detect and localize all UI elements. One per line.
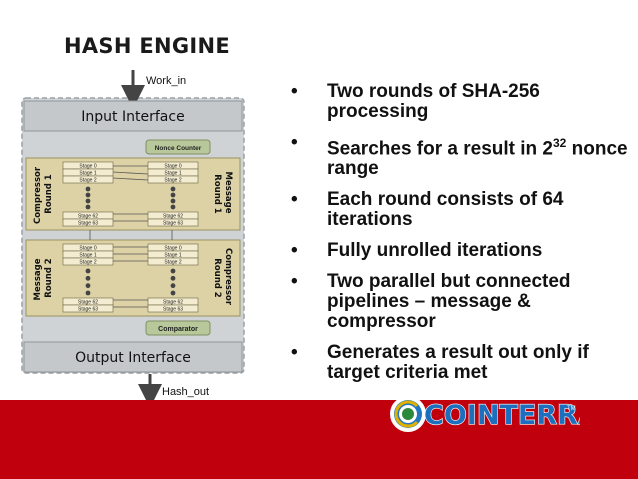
nonce-counter-badge [145, 139, 211, 155]
stage-box [62, 175, 114, 184]
bullet-dot: • [291, 189, 298, 211]
bullet-dot: • [291, 132, 298, 153]
output-interface-box [23, 341, 243, 373]
input-interface-label: Input Interface [81, 109, 184, 125]
stage-label: Stage 63 [78, 221, 98, 227]
bullet-list: •Two rounds of SHA-256 processing •Searc… [291, 82, 631, 394]
hash-out-label: Hash_out [162, 386, 209, 398]
ellipsis-dot [85, 283, 91, 289]
stage-label: Stage 1 [164, 253, 181, 259]
bullet-dot: • [291, 81, 298, 102]
stage-label: Stage 1 [79, 253, 96, 259]
ellipsis-dot [170, 268, 176, 274]
stage-label: Stage 0 [79, 246, 96, 252]
ellipsis-dot [85, 290, 91, 296]
ellipsis-dot [85, 204, 91, 210]
ellipsis-dot [170, 275, 176, 281]
footer-band [0, 400, 638, 479]
logo-tm: TM [567, 406, 576, 412]
ellipsis-dot [170, 186, 176, 192]
stage-box [147, 257, 199, 266]
bullet-dot: • [291, 271, 298, 293]
stage-box [62, 218, 114, 227]
stage-label: Stage 63 [163, 221, 183, 227]
stage-box [147, 304, 199, 313]
ellipsis-dot [170, 192, 176, 198]
stage-label: Stage 62 [163, 214, 183, 220]
logo-text: COINTERRA [424, 400, 580, 431]
ellipsis-dot [170, 283, 176, 289]
compressor-round-1-label: Compressor Round 1 [33, 164, 54, 224]
stage-label: Stage 63 [78, 307, 98, 313]
stage-label: Stage 1 [79, 171, 96, 177]
output-interface-label: Output Interface [75, 350, 191, 366]
stage-box [62, 304, 114, 313]
compressor-round-2-label: Compressor Round 2 [212, 248, 233, 308]
stage-box [147, 218, 199, 227]
nonce-counter-label: Nonce Counter [155, 145, 202, 152]
ellipsis-dot [170, 204, 176, 210]
slide-title: HASH ENGINE [64, 34, 231, 58]
bullet-item: •Each round consists of 64 iterations [291, 189, 564, 231]
stage-label: Stage 2 [79, 260, 96, 266]
stage-label: Stage 62 [78, 300, 98, 306]
bullet-item: •Fully unrolled iterations [291, 240, 543, 262]
stage-box [62, 257, 114, 266]
bullet-item: •Two rounds of SHA-256 processing [291, 81, 540, 122]
input-interface-box [23, 100, 243, 132]
work-in-label: Work_in [146, 75, 186, 87]
ellipsis-dot [170, 198, 176, 204]
ellipsis-dot [170, 290, 176, 296]
stage-label: Stage 62 [163, 300, 183, 306]
comparator-badge [145, 320, 211, 336]
round-2-box [25, 239, 241, 317]
ellipsis-dot [85, 198, 91, 204]
bullet-item: •Searches for a result in 232 nonce rang… [291, 132, 628, 180]
ellipsis-dot [85, 268, 91, 274]
bullet-dot: • [291, 240, 298, 262]
stage-label: Stage 0 [79, 164, 96, 170]
engine-panel [21, 97, 245, 374]
cointerra-logo: COINTERRA TM [390, 396, 580, 432]
stage-label: Stage 62 [78, 214, 98, 220]
stage-label: Stage 2 [164, 178, 181, 184]
stage-label: Stage 2 [79, 178, 96, 184]
hash-engine-diagram: Work_in Input Interface Nonce Counter Co… [21, 70, 245, 400]
stage-label: Stage 0 [164, 246, 181, 252]
ellipsis-dot [85, 275, 91, 281]
stage-label: Stage 2 [164, 260, 181, 266]
round-1-box [25, 157, 241, 231]
bullet-dot: • [291, 342, 298, 364]
pipeline-links [89, 165, 173, 308]
ellipsis-dot [85, 186, 91, 192]
message-round-1-label: Message Round 1 [212, 172, 233, 217]
bullet-item: •Generates a result out only if target c… [291, 342, 589, 384]
ellipsis-dot [85, 192, 91, 198]
stage-label: Stage 1 [164, 171, 181, 177]
message-round-2-label: Message Round 2 [33, 256, 54, 301]
stage-label: Stage 0 [164, 164, 181, 170]
comparator-label: Comparator [158, 326, 198, 333]
bullet-item: •Two parallel but connected pipelines – … [291, 271, 571, 333]
stage-label: Stage 63 [163, 307, 183, 313]
stage-box [147, 175, 199, 184]
coin-icon [390, 396, 426, 432]
